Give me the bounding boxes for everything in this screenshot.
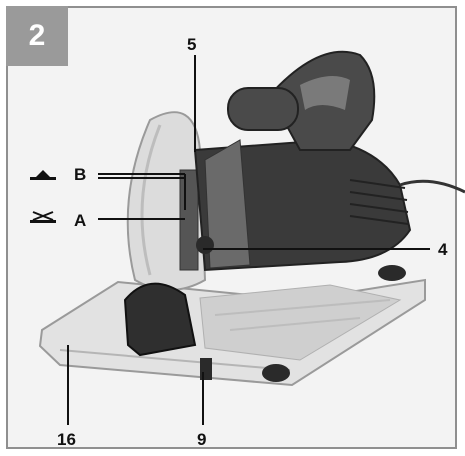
depth-knob (196, 236, 214, 254)
front-knob (378, 265, 406, 281)
parallel-guide-lever (123, 282, 197, 357)
callout-5: 5 (187, 35, 197, 54)
callout-16: 16 (57, 430, 76, 449)
figure-number-badge: 2 (6, 6, 68, 66)
blade-guard-lowered-icon (30, 211, 56, 223)
callout-b: B (74, 165, 87, 184)
motor-housing (193, 138, 412, 272)
power-cord (399, 179, 465, 194)
callout-4: 4 (438, 240, 448, 259)
front-handle (227, 87, 299, 131)
rear-knob (262, 364, 290, 382)
callout-a: A (74, 211, 87, 230)
callout-9: 9 (197, 430, 207, 449)
lock-lever (200, 358, 212, 380)
blade-guard-raised-icon (30, 170, 56, 180)
